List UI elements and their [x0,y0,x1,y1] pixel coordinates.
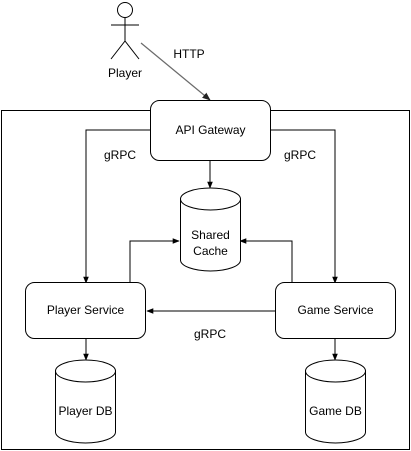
actor-right-leg [124,40,140,60]
grpc-left-label: gRPC [104,148,136,162]
actor-left-leg [110,40,126,60]
api-gateway-label: API Gateway [175,123,245,137]
game-db-label: Game DB [309,404,362,418]
shared-cache-label-line1: Shared [191,228,230,242]
http-edge-label: HTTP [173,47,204,61]
player-service-node: Player Service [25,282,146,339]
game-service-label: Game Service [297,303,373,317]
player-db-label: Player DB [58,404,112,418]
actor-label: Player [108,66,142,80]
actor-head [117,2,133,18]
edge-game-service-to-cache [239,238,293,283]
shared-cache-node: Shared Cache [180,187,241,272]
player-db-node: Player DB [55,359,116,444]
api-gateway-node: API Gateway [150,100,271,161]
edge-gateway-to-player-service [83,129,150,284]
game-db-node: Game DB [305,359,366,444]
http-edge [140,42,211,101]
shared-cache-label-line2: Cache [193,244,228,258]
grpc-bottom-label: gRPC [194,327,226,341]
edge-player-service-to-cache [129,238,180,283]
edge-gateway-to-game-service [270,129,338,284]
grpc-right-label: gRPC [284,148,316,162]
game-service-node: Game Service [275,282,396,339]
player-actor: Player [108,2,142,80]
player-service-label: Player Service [47,303,125,317]
